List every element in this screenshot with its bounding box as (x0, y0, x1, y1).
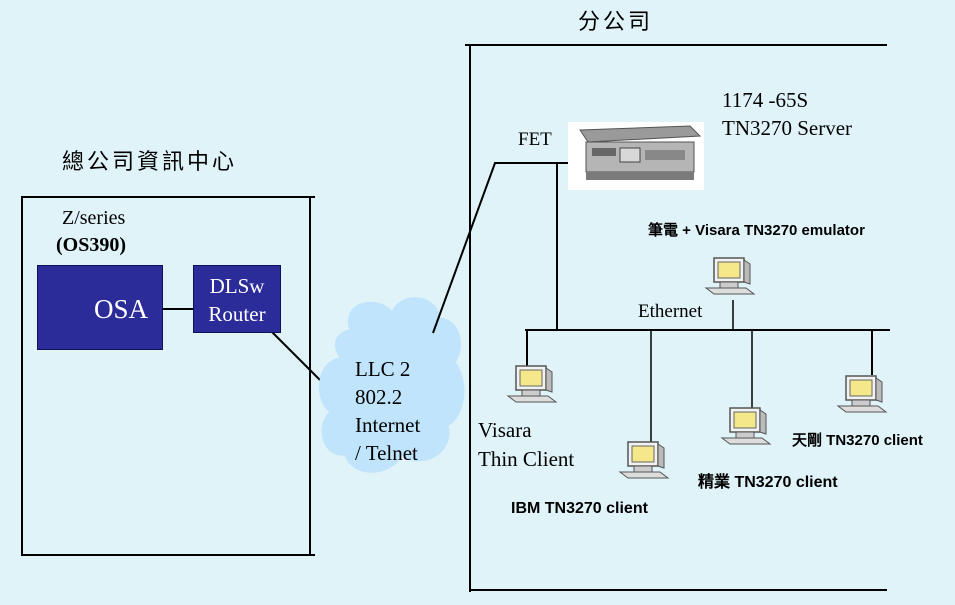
visara-client-label-2: Thin Client (478, 447, 575, 471)
ibm-client-label: IBM TN3270 client (511, 500, 648, 517)
tiangang-client-label: 天剛 TN3270 client (792, 432, 923, 449)
cloud-line-3: Internet (355, 413, 421, 437)
tn3270-server-icon (568, 122, 704, 190)
jingye-client-label: 精業 TN3270 client (698, 474, 838, 491)
osa-label: OSA (94, 294, 149, 324)
osa-box: OSA (37, 265, 163, 350)
laptop-emulator-label: 筆電 + Visara TN3270 emulator (648, 222, 865, 239)
ethernet-label: Ethernet (638, 301, 703, 322)
server-name-label: TN3270 Server (722, 116, 853, 140)
internet-cloud (318, 297, 465, 473)
cloud-line-2: 802.2 (355, 385, 403, 409)
visara-client-label-1: Visara (478, 418, 532, 442)
cloud-label: LLC 2 802.2 Internet / Telnet (355, 355, 420, 467)
cloud-line-4: / Telnet (355, 441, 418, 465)
branch-title: 分公司 (578, 10, 654, 35)
server-model-label: 1174 -65S (722, 88, 809, 112)
dlsw-router-box: DLSw Router (193, 265, 281, 333)
os-label: (OS390) (56, 234, 126, 256)
fet-uplink (432, 162, 570, 334)
router-line1: DLSw (209, 274, 265, 298)
fet-label: FET (518, 129, 552, 150)
router-line2: Router (208, 302, 266, 326)
cloud-line-1: LLC 2 (355, 357, 411, 381)
hq-boundary (21, 196, 315, 556)
mainframe-label: Z/series (62, 207, 126, 229)
hq-title: 總公司資訊中心 (62, 150, 238, 175)
